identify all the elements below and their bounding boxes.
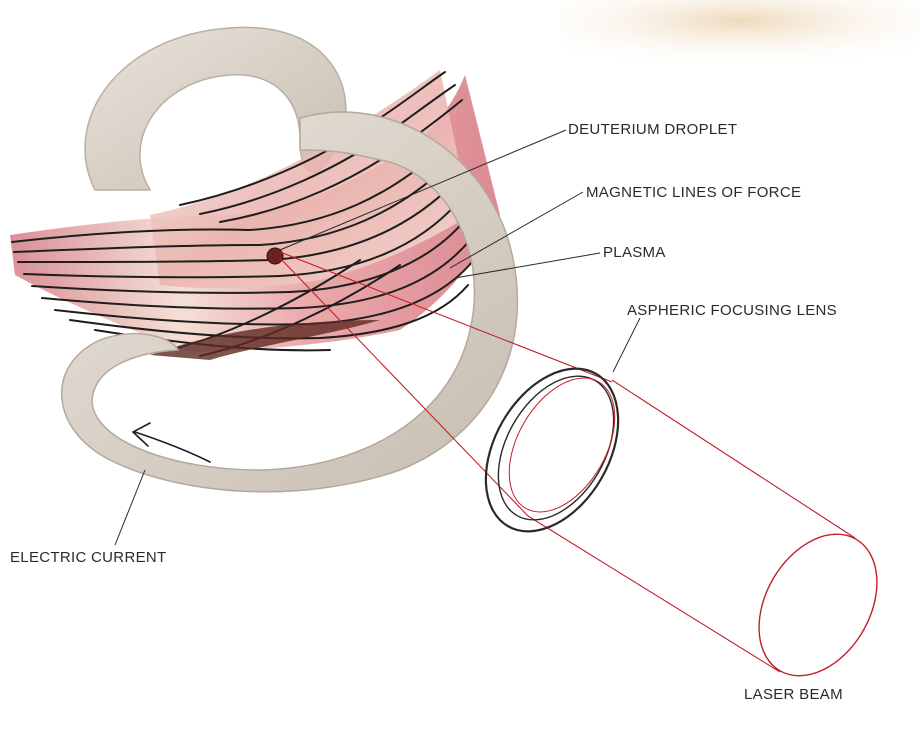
paper-texture [560,0,920,70]
laser-cylinder-bottom [528,516,780,672]
label-magnetic-lines-of-force: MAGNETIC LINES OF FORCE [586,184,801,202]
deuterium-droplet [267,248,283,264]
leader-lens [613,318,640,372]
label-deuterium-droplet: DEUTERIUM DROPLET [568,121,737,139]
label-aspheric-focusing-lens: ASPHERIC FOCUSING LENS [627,302,837,320]
lens-inner-ring [475,356,638,540]
label-electric-current: ELECTRIC CURRENT [10,549,166,567]
label-plasma: PLASMA [603,244,666,262]
label-laser-beam: LASER BEAM [744,686,843,704]
leader-current [115,470,145,545]
laser-cylinder-top [612,380,855,538]
laser-beam-end [735,513,901,697]
